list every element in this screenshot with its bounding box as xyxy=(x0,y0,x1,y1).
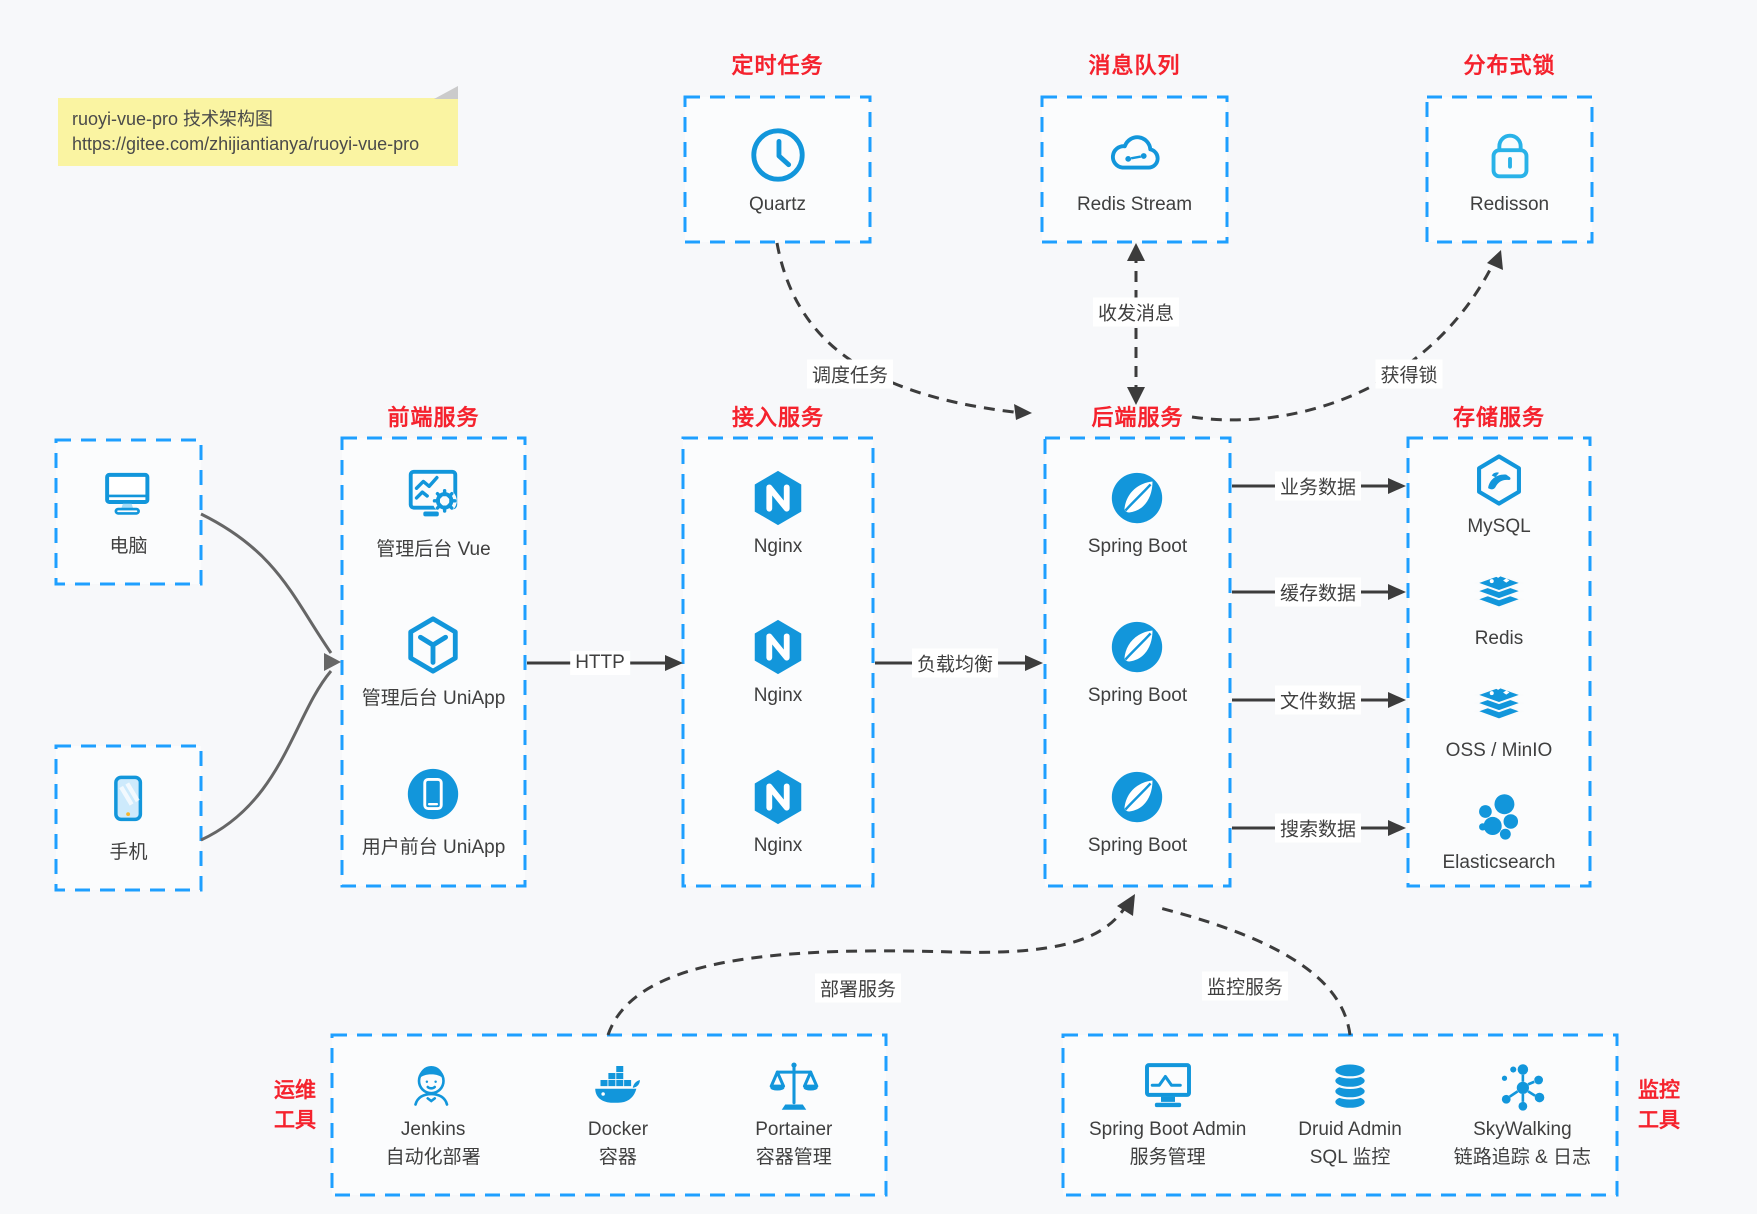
note-fold-corner xyxy=(434,86,458,99)
box-monitor-tools: Spring Boot Admin 服务管理 Druid Admin SQL 监… xyxy=(1063,1035,1617,1195)
edge-label-message: 收发消息 xyxy=(1092,297,1180,327)
admin-dashboard-icon xyxy=(402,465,464,527)
box-storage: MySQL Redis OSS / MinIO Elasticsearch xyxy=(1408,438,1590,886)
box-ops-tools: Jenkins 自动化部署 Docker 容器 Portainer 容器管理 xyxy=(332,1035,886,1195)
mysql-icon xyxy=(1470,451,1528,509)
storage-item-redis: Redis xyxy=(1470,563,1528,650)
mobile-label: 手机 xyxy=(109,841,148,863)
box-backend: Spring Boot Spring Boot Spring Boot xyxy=(1045,438,1230,886)
monitor-item-sba: Spring Boot Admin 服务管理 xyxy=(1089,1059,1246,1171)
edge-label-cache-data: 缓存数据 xyxy=(1274,577,1362,607)
mobile-app-icon xyxy=(402,763,464,825)
title-monitor-tools: 监控 工具 xyxy=(1638,1079,1680,1132)
backend-item-spring-1: Spring Boot xyxy=(1088,467,1187,558)
quartz-label: Quartz xyxy=(748,193,807,215)
title-storage: 存储服务 xyxy=(1452,405,1545,430)
box-quartz: Quartz xyxy=(685,97,870,242)
clock-icon xyxy=(747,124,809,186)
backend-item-spring-3: Spring Boot xyxy=(1088,766,1187,857)
edge-label-business-data: 业务数据 xyxy=(1274,471,1362,501)
edge-label-search-data: 搜索数据 xyxy=(1274,813,1362,843)
storage-item-oss-minio: OSS / MinIO xyxy=(1446,675,1552,762)
title-gateway: 接入服务 xyxy=(731,405,824,430)
title-frontend: 前端服务 xyxy=(387,405,480,430)
monitor-item-druid: Druid Admin SQL 监控 xyxy=(1298,1059,1402,1171)
backend-item-spring-2: Spring Boot xyxy=(1088,616,1187,707)
redis-stream-label: Redis Stream xyxy=(1076,193,1193,215)
spring-icon xyxy=(1106,467,1168,529)
frontend-item-admin-vue: 管理后台 Vue xyxy=(376,465,491,561)
jenkins-icon xyxy=(405,1059,461,1115)
nginx-icon xyxy=(747,766,809,828)
title-scheduled-task: 定时任务 xyxy=(731,53,824,78)
portainer-icon xyxy=(766,1059,822,1115)
gateway-item-nginx-2: Nginx xyxy=(747,616,809,707)
uniapp-cube-icon xyxy=(402,614,464,676)
box-redisson: Redisson xyxy=(1427,97,1592,242)
title-ops-tools: 运维 工具 xyxy=(274,1079,316,1132)
box-frontend: 管理后台 Vue 管理后台 UniApp 用户前台 UniApp xyxy=(342,438,525,886)
redis-stack-icon xyxy=(1470,675,1528,733)
lock-icon xyxy=(1479,124,1541,186)
box-redis-stream: Redis Stream xyxy=(1042,97,1227,242)
gateway-item-nginx-1: Nginx xyxy=(747,467,809,558)
monitor-chart-icon xyxy=(1140,1059,1196,1115)
box-mobile-client: 手机 xyxy=(56,746,201,890)
note-title: ruoyi-vue-pro 技术架构图 xyxy=(72,109,274,129)
desktop-icon xyxy=(101,467,157,523)
box-gateway: Nginx Nginx Nginx xyxy=(683,438,873,886)
ops-item-jenkins: Jenkins 自动化部署 xyxy=(386,1059,481,1171)
edge-label-file-data: 文件数据 xyxy=(1274,685,1362,715)
elasticsearch-icon xyxy=(1470,787,1528,845)
title-message-queue: 消息队列 xyxy=(1088,53,1181,78)
frontend-item-user-uniapp: 用户前台 UniApp xyxy=(362,763,505,859)
docker-icon xyxy=(590,1059,646,1115)
skywalking-icon xyxy=(1494,1059,1550,1115)
title-distributed-lock: 分布式锁 xyxy=(1463,53,1556,78)
nginx-icon xyxy=(747,467,809,529)
pc-label: 电脑 xyxy=(109,535,148,557)
redisson-label: Redisson xyxy=(1469,193,1550,215)
edge-label-acquire-lock: 获得锁 xyxy=(1375,359,1443,389)
edge-label-monitor: 监控服务 xyxy=(1201,971,1289,1001)
nginx-icon xyxy=(747,616,809,678)
edge-label-http: HTTP xyxy=(570,651,630,675)
frontend-item-admin-uniapp: 管理后台 UniApp xyxy=(362,614,505,710)
spring-icon xyxy=(1106,766,1168,828)
edge-label-load-balance: 负载均衡 xyxy=(911,648,999,678)
sticky-note: ruoyi-vue-pro 技术架构图 https://gitee.com/zh… xyxy=(58,98,458,166)
database-icon xyxy=(1322,1059,1378,1115)
note-url: https://gitee.com/zhijiantianya/ruoyi-vu… xyxy=(72,134,420,154)
monitor-item-skywalking: SkyWalking 链路追踪 & 日志 xyxy=(1454,1059,1591,1171)
edge-label-schedule-task: 调度任务 xyxy=(806,359,894,389)
ops-item-docker: Docker 容器 xyxy=(588,1059,648,1171)
phone-icon xyxy=(101,773,157,829)
spring-icon xyxy=(1106,616,1168,678)
storage-item-mysql: MySQL xyxy=(1467,451,1531,538)
box-pc-client: 电脑 xyxy=(56,440,201,584)
edge-label-deploy: 部署服务 xyxy=(814,973,902,1003)
title-backend: 后端服务 xyxy=(1091,405,1184,430)
redis-stack-icon xyxy=(1470,563,1528,621)
ops-item-portainer: Portainer 容器管理 xyxy=(755,1059,832,1171)
storage-item-elasticsearch: Elasticsearch xyxy=(1443,787,1556,874)
cloud-stream-icon xyxy=(1104,124,1166,186)
gateway-item-nginx-3: Nginx xyxy=(747,766,809,857)
